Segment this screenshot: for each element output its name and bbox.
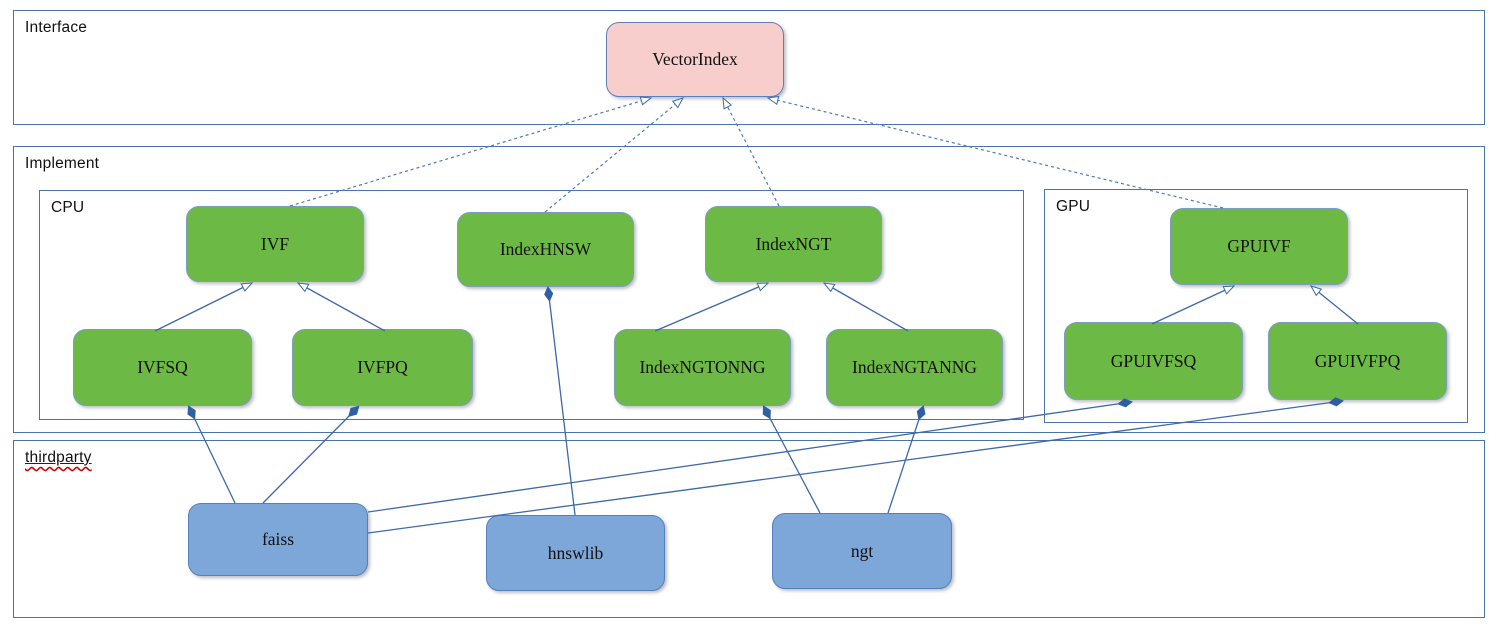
node-label: faiss <box>261 529 295 549</box>
node-label: ngt <box>850 540 874 561</box>
node-faiss[interactable]: faiss <box>188 503 368 576</box>
node-label: GPUIVFSQ <box>1110 350 1197 371</box>
node-gpuivfsq[interactable]: GPUIVFSQ <box>1064 322 1243 400</box>
node-label: GPUIVFPQ <box>1314 350 1401 371</box>
node-label: IndexNGT <box>755 233 832 254</box>
node-label: IVFSQ <box>137 357 188 377</box>
node-label: VectorIndex <box>652 49 738 69</box>
container-label-thirdparty: thirdparty <box>25 449 92 467</box>
container-label-cpu: CPU <box>51 199 85 216</box>
container-label-implement: Implement <box>25 155 100 172</box>
node-indexngt[interactable]: IndexNGT <box>705 206 882 282</box>
node-ngt[interactable]: ngt <box>772 513 952 589</box>
node-label: IndexNGTONNG <box>639 357 766 377</box>
node-label: IVFPQ <box>357 357 408 377</box>
node-vectorindex[interactable]: VectorIndex <box>606 22 784 97</box>
node-indexhnsw[interactable]: IndexHNSW <box>457 212 634 287</box>
node-ivfpq[interactable]: IVFPQ <box>292 329 473 406</box>
node-label: IndexNGTANNG <box>852 357 977 377</box>
node-label: hnswlib <box>547 542 604 563</box>
node-hnswlib[interactable]: hnswlib <box>486 515 665 591</box>
node-indexngtanng[interactable]: IndexNGTANNG <box>826 329 1003 406</box>
node-label: IndexHNSW <box>499 239 592 259</box>
node-gpuivfpq[interactable]: GPUIVFPQ <box>1268 322 1447 400</box>
container-label-gpu: GPU <box>1056 198 1091 215</box>
node-label: IVF <box>260 233 290 254</box>
node-ivf[interactable]: IVF <box>186 206 364 282</box>
node-label: GPUIVF <box>1227 236 1291 256</box>
node-ivfsq[interactable]: IVFSQ <box>73 329 252 406</box>
node-indexngtonng[interactable]: IndexNGTONNG <box>614 329 791 406</box>
node-gpuivf[interactable]: GPUIVF <box>1170 208 1348 285</box>
container-label-interface: Interface <box>25 19 88 36</box>
thirdparty-misspelling-squiggle: thirdparty <box>25 449 92 466</box>
